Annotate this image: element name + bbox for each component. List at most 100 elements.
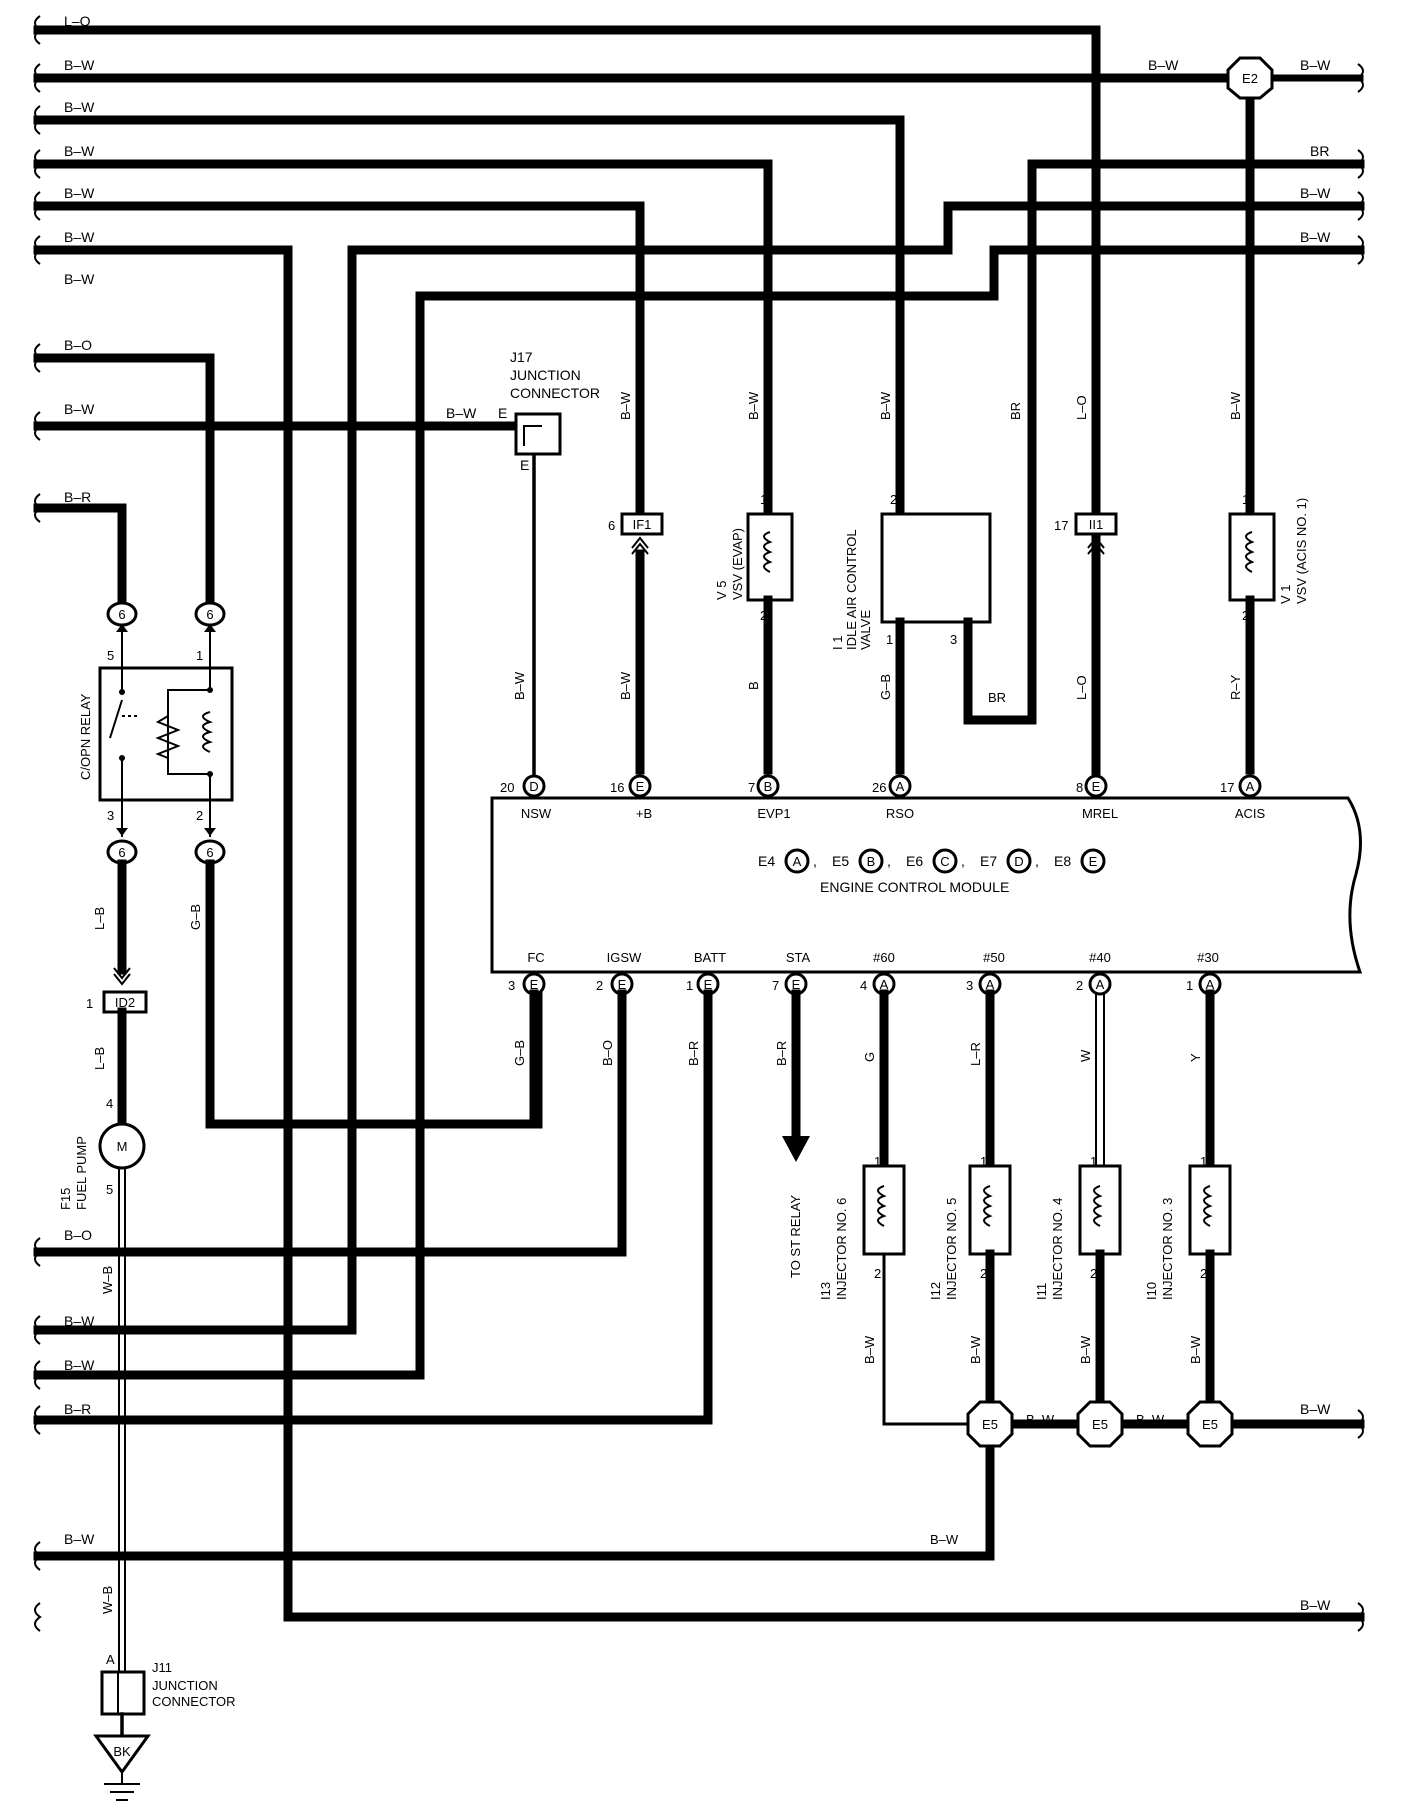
svg-text:A: A (106, 1652, 115, 1667)
svg-text:BR: BR (1008, 402, 1023, 420)
svg-text:I 1: I 1 (830, 636, 845, 650)
svg-text:W: W (1078, 1049, 1093, 1062)
svg-text:D: D (529, 779, 538, 794)
svg-text:E: E (1089, 854, 1098, 869)
svg-text:V 1: V 1 (1278, 584, 1293, 604)
svg-text:I10: I10 (1144, 1282, 1159, 1300)
svg-text:1: 1 (1200, 1154, 1207, 1169)
ecm-bottom-pins: FC 3 E G–B IGSW 2 E B–O BATT 1 E B–R STA… (33, 950, 1222, 1425)
svg-text:B–W: B–W (1188, 1335, 1203, 1364)
splice-label: E5 (1092, 1417, 1108, 1432)
v1-vsv-acis: B–W 1 V 1 VSV (ACIS NO. 1) 2 R–Y (1228, 391, 1309, 775)
svg-text:E: E (530, 977, 539, 992)
right-wire-label: BR (1310, 143, 1329, 159)
injector-body (968, 1164, 1012, 1256)
svg-text:FUEL PUMP: FUEL PUMP (74, 1136, 89, 1210)
svg-text:B–O: B–O (600, 1040, 615, 1066)
v5-vsv-evap: B–W 1 V 5 VSV (EVAP) 2 B (714, 391, 794, 775)
svg-text:1: 1 (686, 978, 693, 993)
svg-text:B–W: B–W (968, 1335, 983, 1364)
ecm-pin-plus-b: 16 E +B (610, 774, 652, 821)
solenoid-icon (983, 1185, 993, 1227)
svg-text:G–B: G–B (188, 904, 203, 930)
left-wire-label: B–W (64, 99, 95, 115)
svg-text:7: 7 (748, 780, 755, 795)
svg-text:E: E (636, 779, 645, 794)
relay-section: 6 6 5 1 C/OPN RELAY 3 2 6 6 L–B G–B (33, 353, 543, 1129)
injector-body (862, 1164, 906, 1256)
svg-text:5: 5 (107, 648, 114, 663)
svg-text:B–W: B–W (1078, 1335, 1093, 1364)
break-mark (34, 1602, 42, 1632)
svg-text:4: 4 (106, 1096, 113, 1111)
svg-text:B: B (746, 681, 761, 690)
j17-wire: B–W (446, 405, 477, 421)
svg-text:JUNCTION: JUNCTION (152, 1678, 218, 1693)
svg-text:VSV (ACIS NO. 1): VSV (ACIS NO. 1) (1294, 498, 1309, 604)
left-wire-label: B–O (64, 1227, 92, 1243)
svg-text:B–R: B–R (686, 1041, 701, 1066)
svg-text:RSO: RSO (886, 806, 914, 821)
svg-text:1: 1 (886, 632, 893, 647)
svg-text:A: A (1246, 779, 1255, 794)
svg-text:L–O: L–O (1074, 675, 1089, 700)
svg-text:INJECTOR NO. 5: INJECTOR NO. 5 (944, 1198, 959, 1300)
injector-body (1078, 1164, 1122, 1256)
ecm-pin-50: #50 3 A L–R (966, 950, 1005, 1171)
svg-text:W–B: W–B (100, 1266, 115, 1294)
svg-text:7: 7 (772, 978, 779, 993)
left-wire-label: B–R (64, 1401, 91, 1417)
wire-b-w-if1 (33, 201, 645, 515)
ecm-top-pins: 20 D NSW 16 E +B 7 B EVP1 26 A RSO 8 E M… (500, 774, 1265, 821)
svg-text:2: 2 (1076, 978, 1083, 993)
svg-text:6: 6 (118, 607, 125, 622)
left-wire-label: B–W (64, 1357, 95, 1373)
svg-text:B–W: B–W (862, 1335, 877, 1364)
svg-text:L–B: L–B (92, 907, 107, 930)
right-wire-label: B–W (1300, 1401, 1331, 1417)
svg-text:B: B (867, 854, 876, 869)
svg-text:C: C (940, 854, 949, 869)
injectors (862, 1164, 1232, 1407)
svg-text:R–Y: R–Y (1228, 674, 1243, 700)
svg-text:I11: I11 (1034, 1283, 1049, 1300)
svg-text:E4: E4 (758, 853, 775, 869)
j17-pin-in: E (498, 405, 507, 421)
svg-text:,: , (887, 853, 891, 869)
svg-text:,: , (813, 853, 817, 869)
svg-text:2: 2 (596, 978, 603, 993)
left-wire-label: B–W (64, 57, 95, 73)
svg-text:IF1: IF1 (633, 517, 652, 532)
svg-text:A: A (1206, 977, 1215, 992)
svg-text:2: 2 (980, 1266, 987, 1281)
ecm-pin-batt: BATT 1 E B–R (33, 950, 726, 1425)
wire-b-w-bottom (33, 245, 1365, 1622)
svg-text:#30: #30 (1197, 950, 1219, 965)
svg-text:I13: I13 (818, 1282, 833, 1300)
ecm-pin-evp1: 7 B EVP1 (748, 774, 791, 821)
injector-labels: I13 INJECTOR NO. 6 I12 INJECTOR NO. 5 I1… (818, 1154, 1207, 1547)
svg-text:1: 1 (1186, 978, 1193, 993)
solenoid-icon (1203, 1185, 1213, 1227)
svg-text:1: 1 (1242, 492, 1249, 507)
svg-text:17: 17 (1220, 780, 1234, 795)
svg-text:3: 3 (950, 632, 957, 647)
svg-text:INJECTOR NO. 3: INJECTOR NO. 3 (1160, 1198, 1175, 1300)
svg-text:MREL: MREL (1082, 806, 1118, 821)
svg-text:2: 2 (1200, 1266, 1207, 1281)
svg-text:B–R: B–R (774, 1041, 789, 1066)
j11-junction-connector: A J11 JUNCTION CONNECTOR BK (93, 1652, 236, 1801)
svg-text:#60: #60 (873, 950, 895, 965)
j17-id: J17 (510, 349, 533, 365)
ecm-pin-fc: FC 3 E G–B (508, 950, 546, 1129)
solenoid-icon (877, 1185, 887, 1227)
right-wire-label: B–W (1300, 229, 1331, 245)
j17-pin-out: E (520, 457, 529, 473)
svg-text:L–R: L–R (968, 1042, 983, 1066)
svg-text:E6: E6 (906, 853, 923, 869)
svg-text:8: 8 (1076, 780, 1083, 795)
svg-text:6: 6 (608, 518, 615, 533)
left-wire-label: B–W (64, 1531, 95, 1547)
right-wire-label: B–W (1148, 57, 1179, 73)
